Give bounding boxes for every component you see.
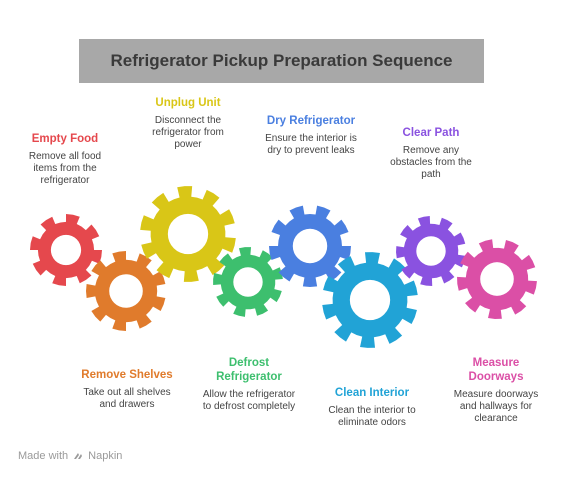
- step-title: Measure Doorways: [468, 357, 524, 383]
- step-title: Dry Refrigerator: [266, 115, 356, 127]
- made-with-text: Made with: [18, 450, 69, 462]
- page-title: Refrigerator Pickup Preparation Sequence: [110, 51, 453, 70]
- title-banner: Refrigerator Pickup Preparation Sequence: [79, 39, 484, 83]
- step-clear-path: Clear Path Remove any obstacles from the…: [384, 126, 478, 181]
- gear-unplug-unit-icon: [140, 186, 236, 282]
- gear-clear-path-icon: [396, 216, 466, 286]
- step-title: Clean Interior: [334, 387, 410, 399]
- gear-defrost-refrigerator-icon: [213, 247, 283, 317]
- step-remove-shelves: Remove Shelves Take out all shelves and …: [78, 368, 176, 411]
- step-title: Empty Food: [31, 133, 99, 145]
- brand-text: Napkin: [88, 450, 123, 462]
- gear-dry-refrigerator-icon: [269, 205, 351, 287]
- step-description: Clean the interior to eliminate odors: [328, 405, 416, 428]
- step-title: Unplug Unit: [155, 97, 221, 109]
- step-defrost-refrigerator: Defrost Refrigerator Allow the refrigera…: [202, 356, 296, 413]
- step-description: Remove any obstacles from the path: [390, 145, 472, 180]
- step-empty-food: Empty Food Remove all food items from th…: [22, 132, 108, 187]
- step-clean-interior: Clean Interior Clean the interior to eli…: [320, 386, 424, 429]
- step-description: Take out all shelves and drawers: [83, 387, 171, 410]
- step-description: Ensure the interior is dry to prevent le…: [265, 133, 357, 156]
- step-description: Remove all food items from the refrigera…: [28, 151, 102, 186]
- step-dry-refrigerator: Dry Refrigerator Ensure the interior is …: [262, 114, 360, 157]
- step-title: Clear Path: [402, 127, 460, 139]
- step-description: Allow the refrigerator to defrost comple…: [202, 389, 296, 412]
- step-unplug-unit: Unplug Unit Disconnect the refrigerator …: [140, 96, 236, 151]
- footer-attribution: Made with Napkin: [18, 450, 122, 462]
- step-description: Measure doorways and hallways for cleara…: [453, 389, 539, 424]
- gear-clean-interior-icon: [322, 252, 418, 348]
- step-measure-doorways: Measure Doorways Measure doorways and ha…: [448, 356, 544, 425]
- napkin-logo-icon: [74, 453, 83, 459]
- gear-remove-shelves-icon: [86, 251, 166, 331]
- gear-measure-doorways-icon: [457, 239, 537, 319]
- step-description: Disconnect the refrigerator from power: [152, 115, 224, 150]
- step-title: Remove Shelves: [81, 369, 173, 381]
- step-title: Defrost Refrigerator: [216, 357, 282, 383]
- gear-empty-food-icon: [30, 214, 102, 286]
